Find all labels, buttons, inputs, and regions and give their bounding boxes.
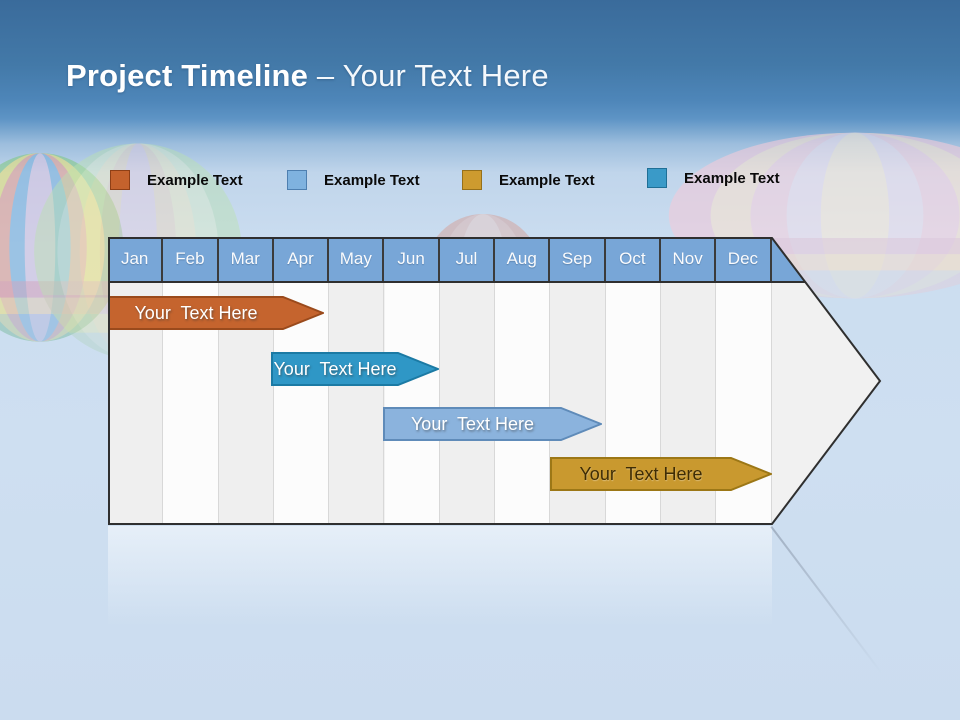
legend-label: Example Text (499, 171, 595, 189)
month-cell-sep: Sep (550, 237, 606, 281)
legend-label: Example Text (324, 171, 420, 189)
legend-swatch-lightblue (287, 170, 307, 190)
page-title: Project Timeline – Your Text Here (66, 58, 549, 94)
page-title-main: Project Timeline (66, 58, 317, 93)
table-reflection-edge (770, 526, 883, 674)
balloon-graphic-left-small (0, 153, 124, 342)
legend-swatch-orange (110, 170, 130, 190)
month-cell-mar: Mar (219, 237, 274, 281)
month-cell-apr: Apr (274, 237, 330, 281)
month-cell-may: May (329, 237, 385, 281)
month-cell-aug: Aug (495, 237, 551, 281)
legend-swatch-teal (647, 168, 667, 188)
table-reflection (108, 526, 772, 644)
month-cell-nov: Nov (661, 237, 717, 281)
legend-label: Example Text (684, 169, 780, 187)
month-cell-jul: Jul (440, 237, 496, 281)
legend-item-1: Example Text (110, 169, 243, 191)
timeline-table: Jan Feb Mar Apr May Jun Jul Aug Sep Oct … (108, 237, 882, 525)
page-title-subtitle: – Your Text Here (316, 58, 549, 93)
gantt-bar-2-label: Your Text Here (273, 359, 397, 379)
gantt-bar-4-label: Your Text Here (579, 464, 703, 484)
month-header-row: Jan Feb Mar Apr May Jun Jul Aug Sep Oct … (108, 237, 880, 283)
month-cell-jun: Jun (384, 237, 440, 281)
legend-swatch-gold (462, 170, 482, 190)
month-cell-dec: Dec (716, 237, 772, 281)
month-cell-oct: Oct (606, 237, 661, 281)
legend-item-4: Example Text (647, 167, 780, 189)
gantt-bar-3-label: Your Text Here (410, 414, 535, 434)
legend-label: Example Text (147, 171, 243, 189)
legend-item-3: Example Text (462, 169, 595, 191)
month-cell-jan: Jan (108, 237, 164, 281)
gantt-bar-1-label: Your Text Here (134, 303, 258, 323)
month-cell-feb: Feb (163, 237, 219, 281)
legend-item-2: Example Text (287, 169, 420, 191)
